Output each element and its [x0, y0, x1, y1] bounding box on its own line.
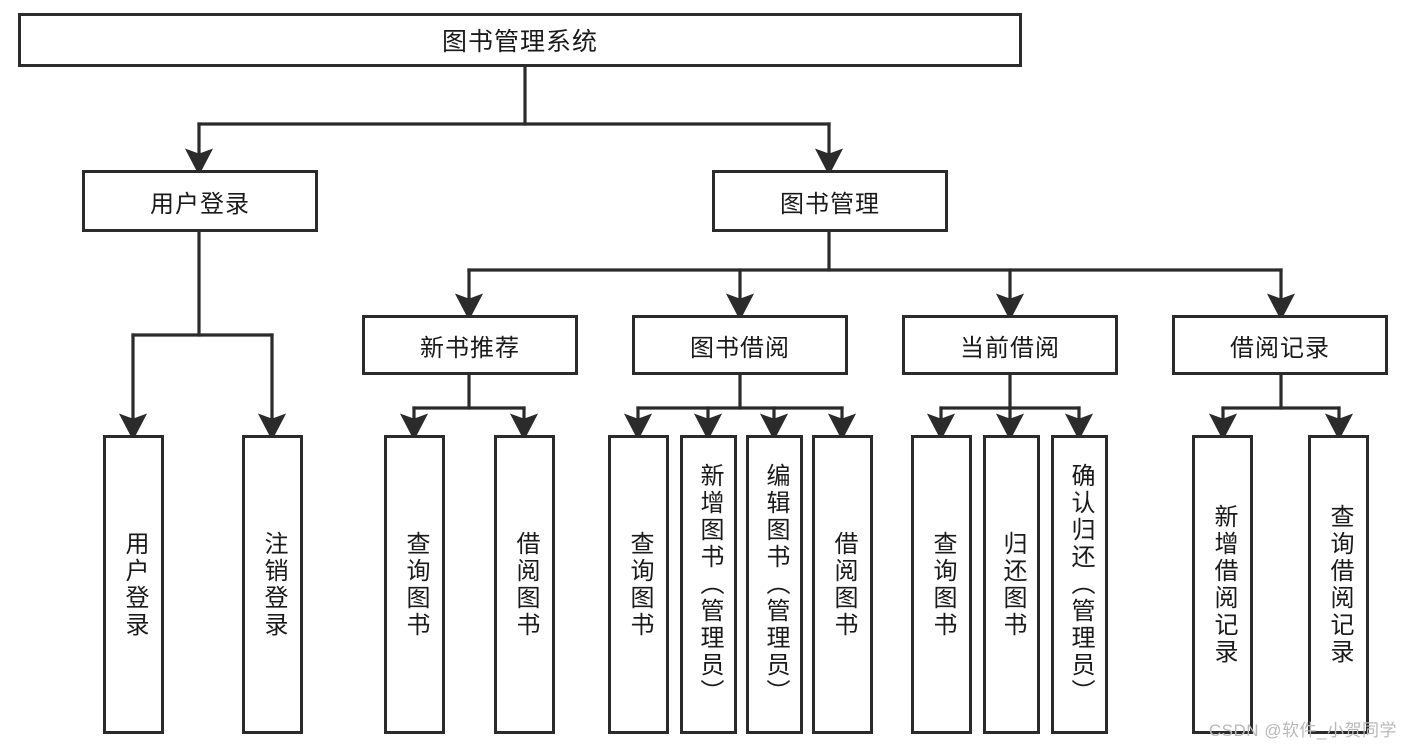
node-borrow-record[interactable]: 借阅记录 — [1172, 315, 1388, 375]
node-borrow-record-label: 借阅记录 — [1230, 334, 1330, 362]
leaf-query-borrow-record-label: 查询借阅记录 — [1325, 503, 1353, 666]
leaf-query-book-current[interactable]: 查询图书 — [911, 435, 972, 734]
leaf-user-login[interactable]: 用户登录 — [103, 435, 164, 734]
leaf-add-borrow-record[interactable]: 新增借阅记录 — [1192, 435, 1253, 734]
leaf-add-borrow-record-label: 新增借阅记录 — [1209, 503, 1237, 666]
leaf-return-book-label: 归还图书 — [998, 530, 1026, 639]
node-user-login[interactable]: 用户登录 — [82, 170, 318, 232]
leaf-query-borrow-record[interactable]: 查询借阅记录 — [1308, 435, 1369, 734]
leaf-query-book-current-label: 查询图书 — [928, 530, 956, 639]
leaf-user-login-label: 用户登录 — [120, 530, 148, 639]
node-book-management-label: 图书管理 — [780, 190, 880, 218]
watermark: CSDN @软件_小贺同学 — [1208, 721, 1397, 740]
leaf-query-book-borrow-label: 查询图书 — [625, 530, 653, 639]
leaf-confirm-return-admin-label: 确认归还（管理员） — [1066, 463, 1094, 706]
leaf-query-book-recommend[interactable]: 查询图书 — [384, 435, 445, 734]
node-book-management[interactable]: 图书管理 — [712, 170, 948, 232]
leaf-borrow-book[interactable]: 借阅图书 — [812, 435, 873, 734]
leaf-edit-book-admin[interactable]: 编辑图书（管理员） — [746, 435, 803, 734]
node-current-borrow-label: 当前借阅 — [960, 334, 1060, 362]
node-book-borrow-label: 图书借阅 — [690, 334, 790, 362]
leaf-logout[interactable]: 注销登录 — [242, 435, 303, 734]
node-new-book-recommend[interactable]: 新书推荐 — [362, 315, 578, 375]
node-book-borrow[interactable]: 图书借阅 — [632, 315, 848, 375]
node-root-label: 图书管理系统 — [441, 28, 598, 56]
node-new-book-recommend-label: 新书推荐 — [420, 334, 520, 362]
leaf-query-book-borrow[interactable]: 查询图书 — [608, 435, 669, 734]
leaf-edit-book-admin-label: 编辑图书（管理员） — [761, 463, 789, 706]
leaf-add-book-admin[interactable]: 新增图书（管理员） — [680, 435, 737, 734]
leaf-borrow-book-label: 借阅图书 — [829, 530, 857, 639]
node-root[interactable]: 图书管理系统 — [18, 13, 1022, 67]
node-current-borrow[interactable]: 当前借阅 — [902, 315, 1118, 375]
leaf-add-book-admin-label: 新增图书（管理员） — [695, 463, 723, 706]
leaf-confirm-return-admin[interactable]: 确认归还（管理员） — [1051, 435, 1108, 734]
leaf-logout-label: 注销登录 — [259, 530, 287, 639]
leaf-query-book-recommend-label: 查询图书 — [401, 530, 429, 639]
leaf-return-book[interactable]: 归还图书 — [983, 435, 1040, 734]
node-user-login-label: 用户登录 — [150, 190, 250, 218]
leaf-borrow-book-recommend-label: 借阅图书 — [511, 530, 539, 639]
leaf-borrow-book-recommend[interactable]: 借阅图书 — [494, 435, 555, 734]
